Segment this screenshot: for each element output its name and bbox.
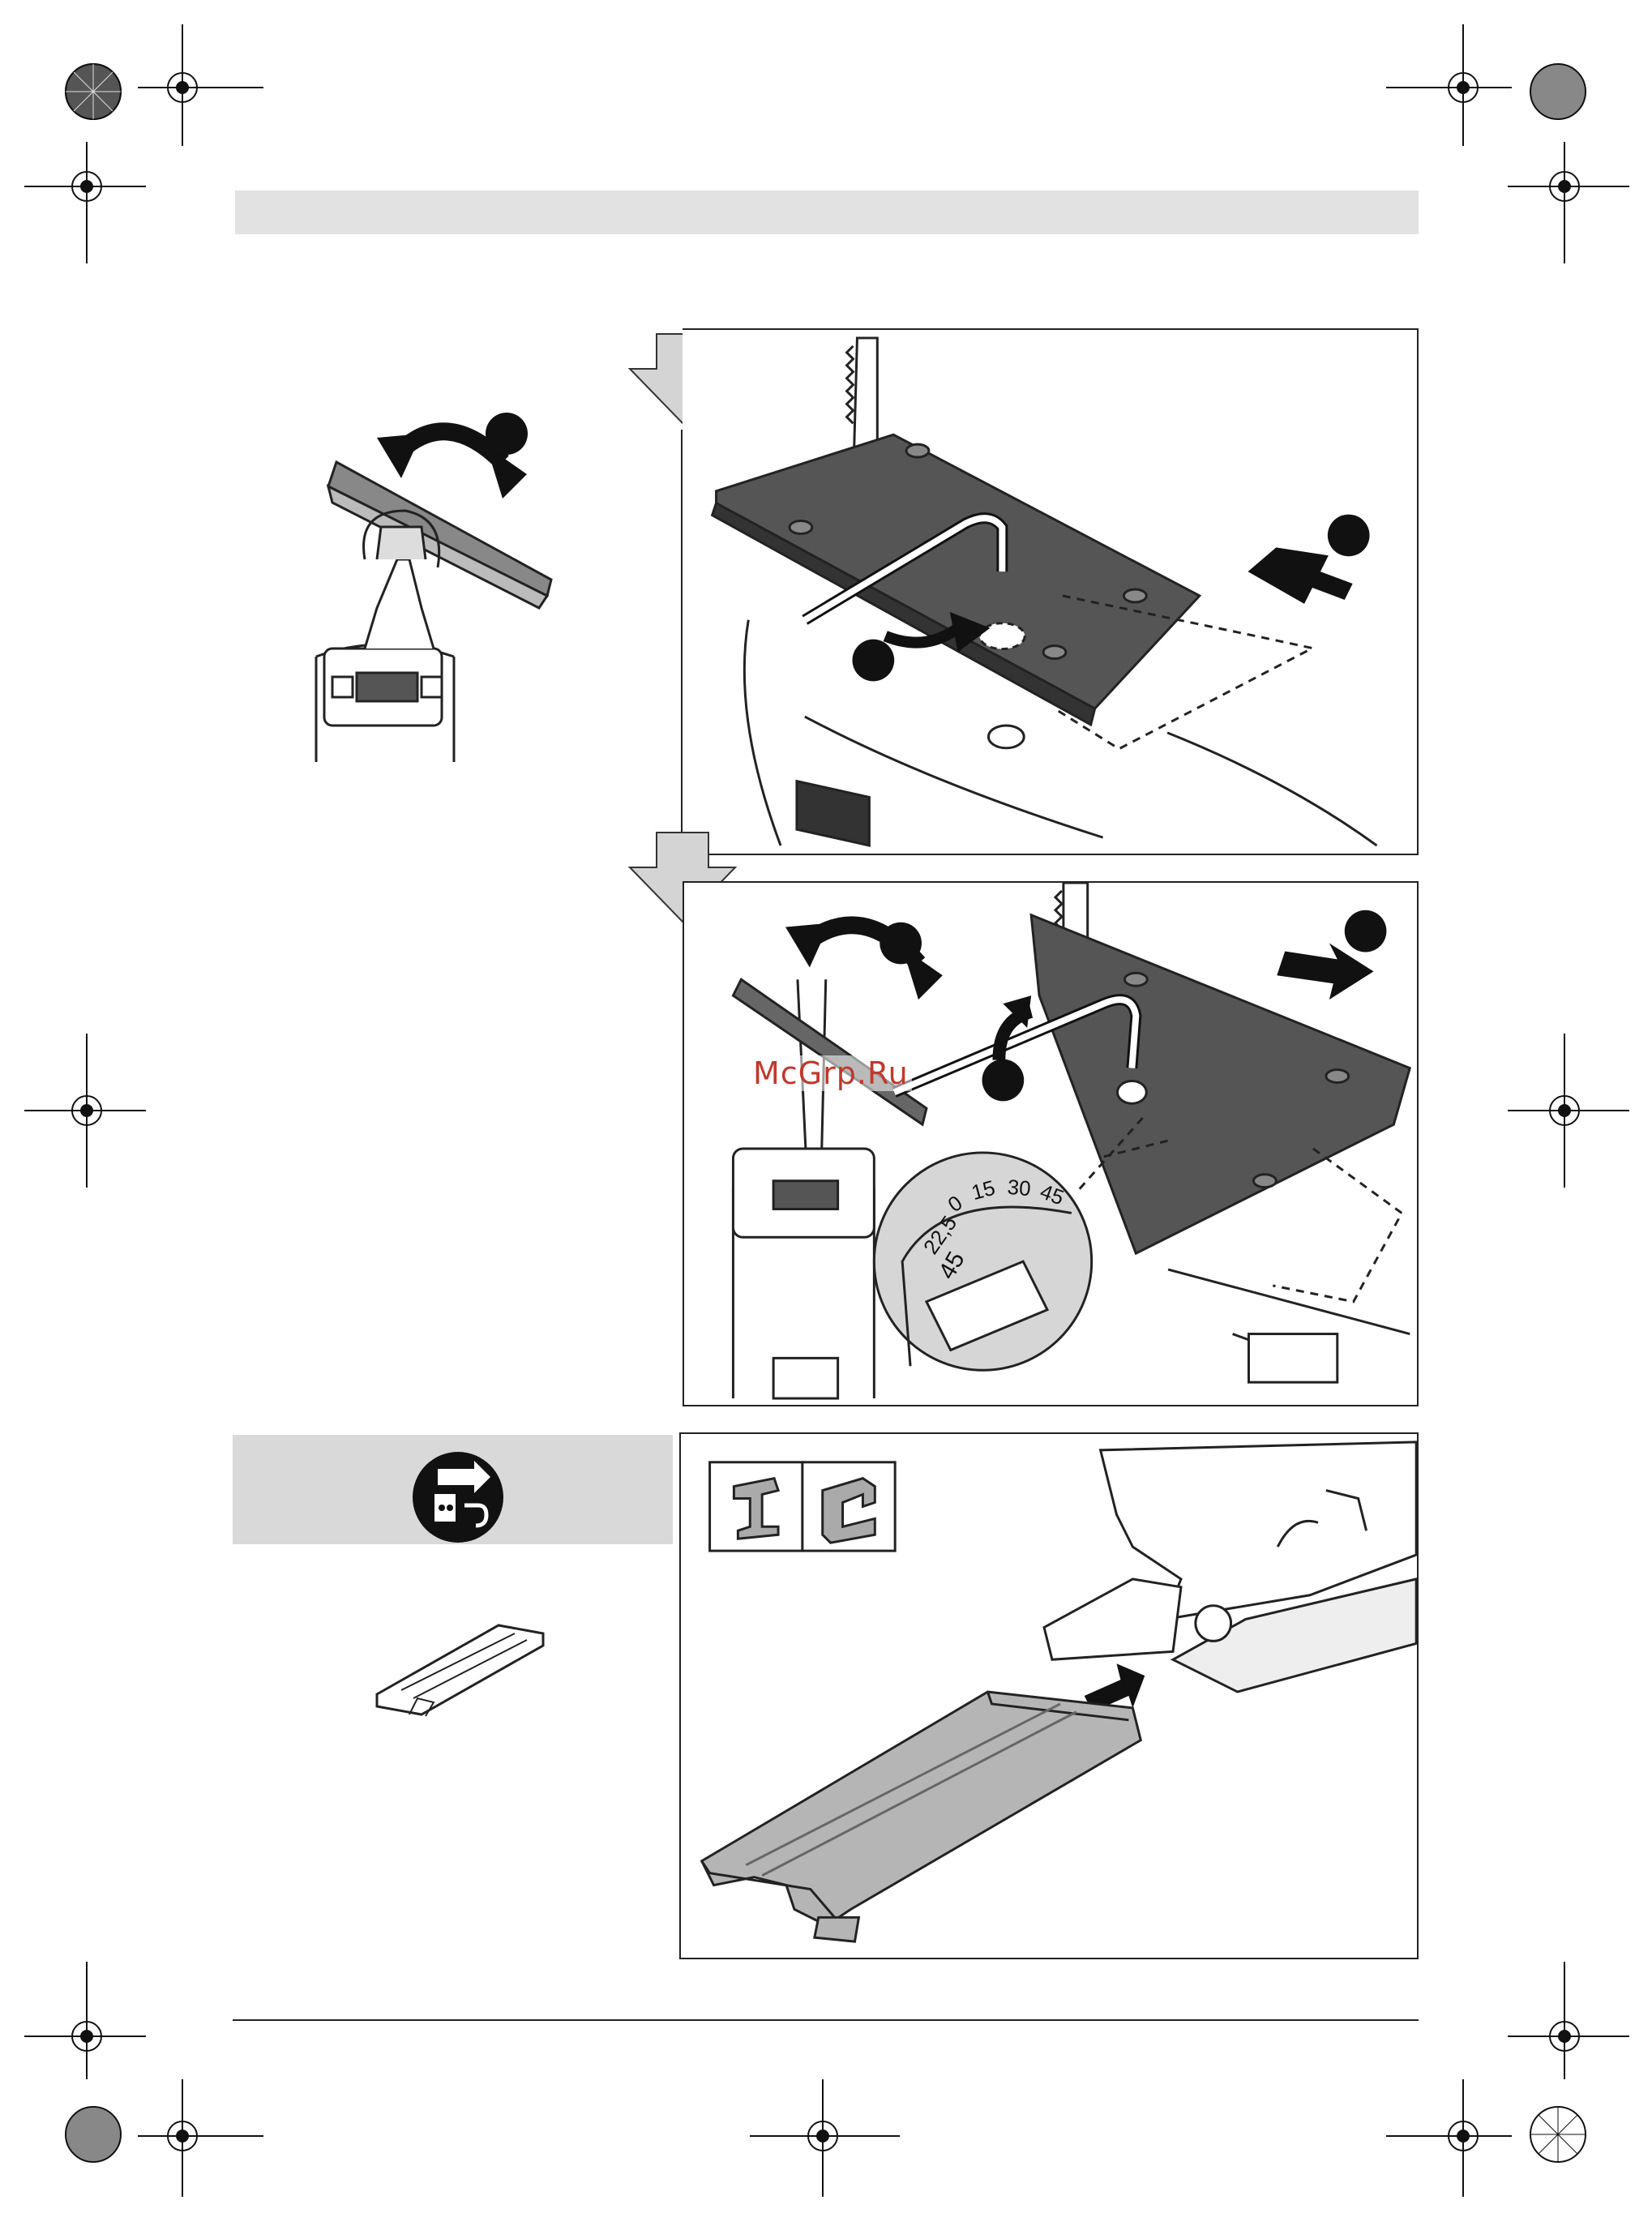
- watermark: McGrp.Ru: [750, 1055, 912, 1091]
- panel-bevel-angle-set: 45 22,5 0 15 30 45: [683, 881, 1419, 1406]
- header-bar: [235, 190, 1419, 234]
- unplug-from-mains-icon: [409, 1449, 507, 1546]
- scale-label: 30: [1007, 1176, 1032, 1201]
- panel-base-plate-loosen: [683, 328, 1419, 855]
- anti-splinter-shoe-small: [369, 1609, 547, 1719]
- panel-fit-shoe: [679, 1432, 1419, 1959]
- crosshair-registration-icon: [138, 24, 263, 146]
- front-view-jigsaw-tilted: [300, 397, 559, 770]
- footer-rule: [233, 2019, 1419, 2021]
